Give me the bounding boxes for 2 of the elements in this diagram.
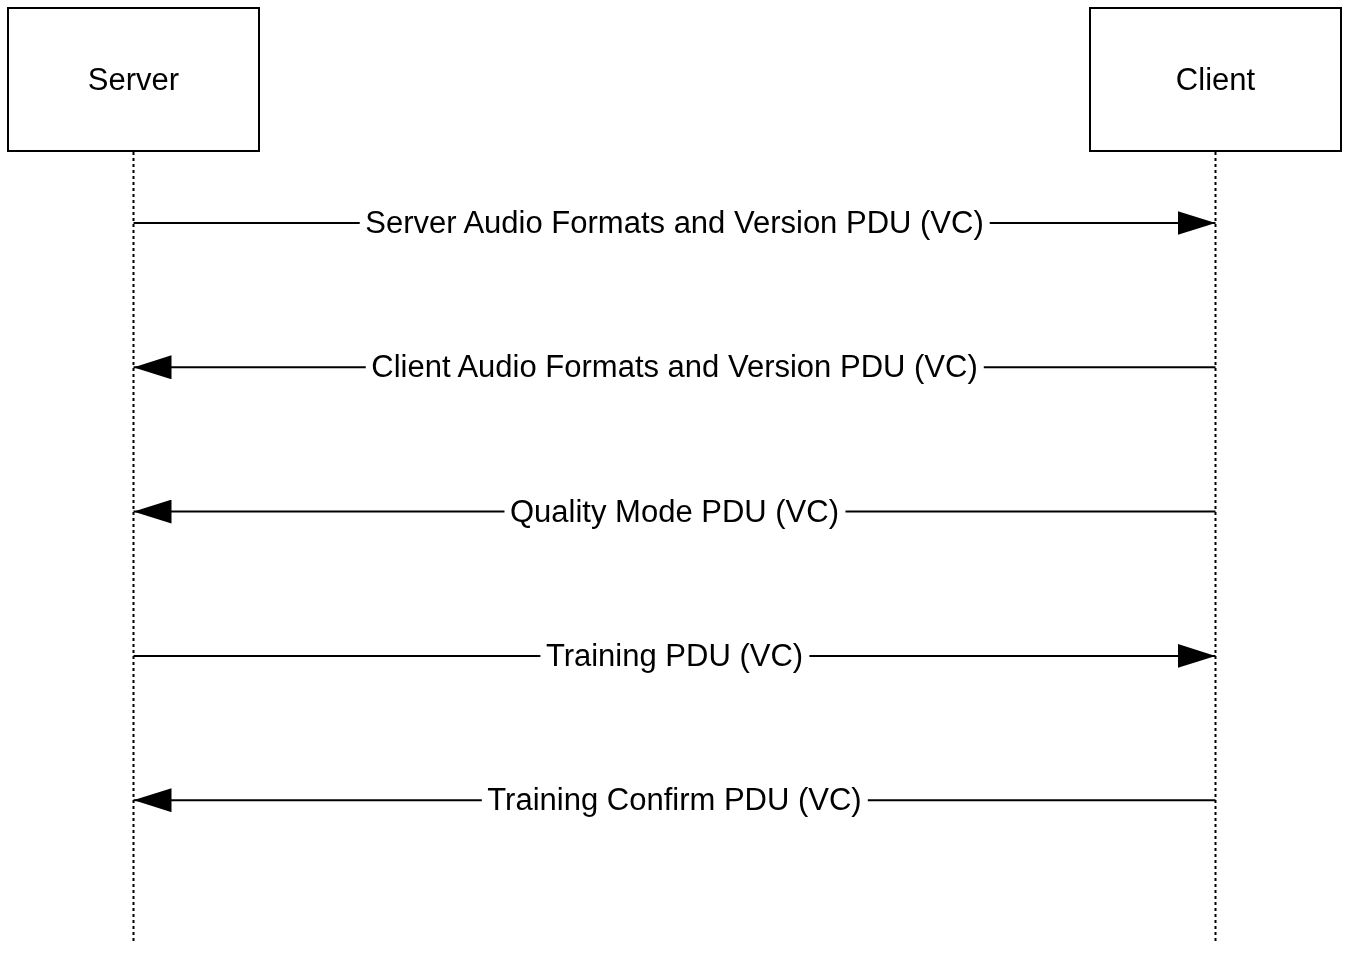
participant-name: Client <box>1175 61 1256 98</box>
participant-name: Server <box>87 61 180 98</box>
